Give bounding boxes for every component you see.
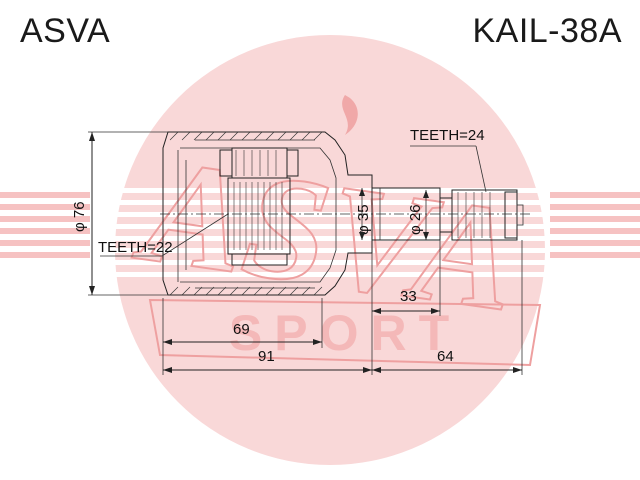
watermark-banner (148, 298, 542, 367)
spline-end-chamfer (516, 204, 524, 226)
part-number: KAIL-38A (472, 12, 622, 50)
housing-outline (162, 131, 373, 296)
dim-spline-length-label: 33 (400, 288, 417, 305)
tripod-cap-left (219, 149, 233, 177)
teeth-inner-leader-2 (161, 213, 229, 257)
spline-section (451, 189, 518, 241)
teeth-outer-label: TEETH=24 (410, 127, 485, 144)
dim-housing-length-label: 91 (258, 348, 275, 365)
dimension-arrowheads (89, 132, 522, 373)
tripod-roller-bottom (231, 253, 288, 266)
housing-inner (180, 147, 337, 283)
teeth-inner-label: TEETH=22 (98, 239, 173, 256)
tripod-cap-right (286, 149, 299, 177)
watermark-side-stripes (0, 192, 640, 258)
dim-stub-length-label: 64 (437, 348, 454, 365)
tripod-roller-top (231, 147, 288, 179)
dim-body-length-label: 69 (233, 321, 250, 338)
tripod-hub (227, 177, 291, 255)
tripod-spline-hatch (233, 150, 283, 250)
housing-section-hatch-bottom (169, 286, 323, 296)
watermark-stripes (0, 188, 640, 277)
watermark-sub-text: SPORT (229, 305, 461, 361)
stub-shaft (372, 187, 441, 241)
teeth-outer-leader-2 (475, 145, 487, 193)
brand-name: ASVA (20, 12, 111, 50)
dim-shaft-diameter-label: φ 35 (355, 204, 372, 235)
dim-spline-diameter-label: φ 26 (407, 204, 424, 235)
housing-section-hatch-top (169, 131, 323, 141)
watermark-flame-icon (342, 95, 358, 135)
dim-outer-diameter-label: φ 76 (71, 201, 88, 232)
spline-teeth (457, 192, 491, 238)
spline-end (504, 191, 518, 239)
